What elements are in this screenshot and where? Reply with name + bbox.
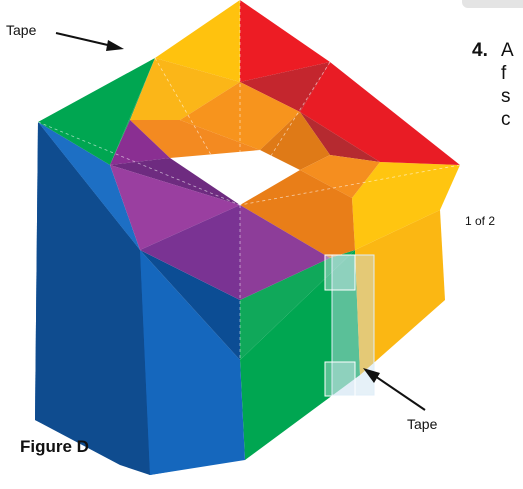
top-yellow-inner: [130, 58, 240, 120]
face-front-blue-wedge: [140, 250, 245, 475]
face-right-yellow-top: [352, 162, 460, 250]
tape-arrowhead-top: [106, 40, 124, 51]
center-orange-2: [260, 112, 330, 170]
step-text-line-4: c: [501, 109, 511, 130]
tape-arrow-top: [55, 32, 113, 47]
step-text-line-3: s: [501, 86, 511, 107]
center-orange-4: [300, 155, 380, 198]
purple-3: [110, 165, 240, 250]
page-tab: [462, 0, 523, 8]
face-right-yellow: [355, 210, 445, 375]
purple-5: [240, 205, 330, 300]
top-red: [240, 0, 330, 82]
center-orange-3: [130, 120, 260, 158]
face-front-green-top: [240, 250, 355, 360]
purple-2: [110, 158, 240, 205]
tape-window-bottom: [324, 361, 356, 397]
top-yellow: [155, 0, 240, 82]
center-orange-5: [240, 170, 355, 258]
face-front-green: [240, 250, 360, 460]
face-left-blue-dark: [35, 122, 150, 475]
tape-window-top: [324, 254, 356, 291]
figure-caption: Figure D: [20, 437, 89, 456]
face-left-triangle: [38, 122, 140, 250]
face-front-dark-blue: [140, 250, 240, 360]
purple-1: [110, 120, 170, 165]
step-number: 4.: [472, 40, 488, 61]
tape-arrowhead-bottom: [363, 368, 380, 383]
top-green-mid: [110, 58, 155, 165]
top-green-left: [38, 58, 155, 165]
step-text-line-1: A: [501, 40, 514, 61]
tape-arrow-bottom: [371, 373, 426, 411]
page-indicator: 1 of 2: [465, 214, 496, 228]
purple-4: [140, 205, 240, 300]
tape-label-bottom: Tape: [407, 416, 438, 432]
tape-label-top: Tape: [6, 22, 37, 38]
top-red-inner: [300, 112, 380, 162]
step-text-line-2: f: [501, 63, 507, 84]
top-red-right: [300, 62, 460, 165]
